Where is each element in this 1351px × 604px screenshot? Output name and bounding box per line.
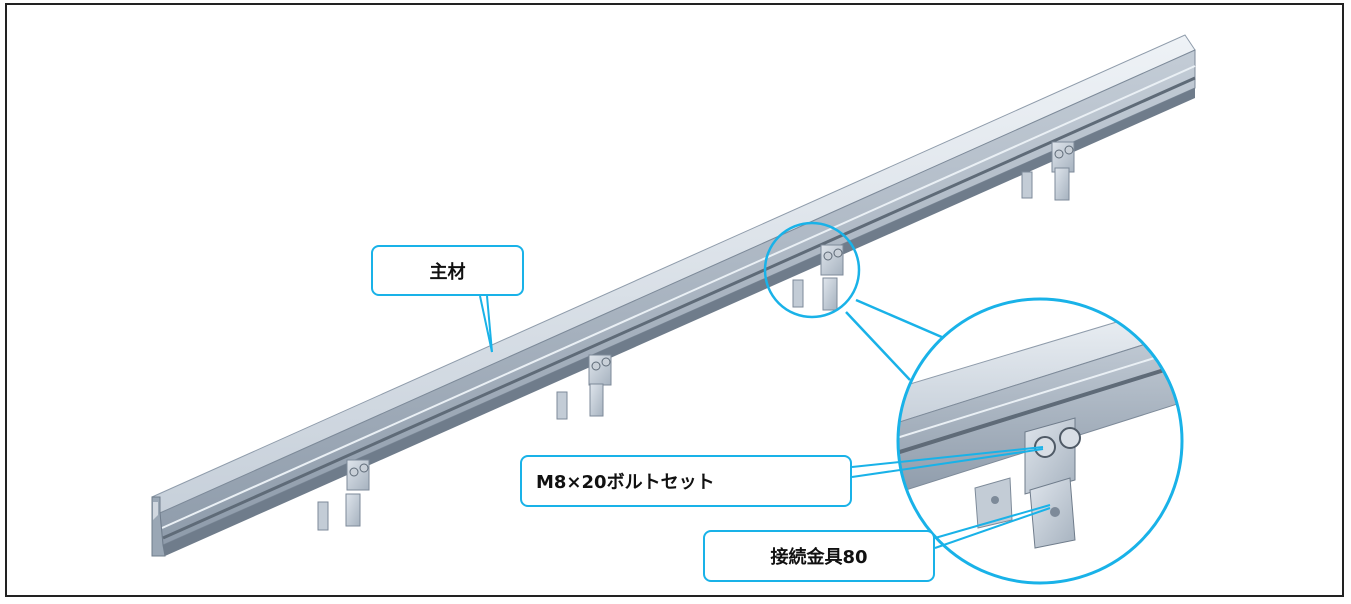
leader-main-2: [479, 295, 493, 353]
callout-bolt-set: M8×20ボルトセット: [520, 455, 852, 507]
bracket-3: [792, 244, 844, 311]
main-rail: [151, 34, 1196, 557]
bracket-1: [317, 459, 370, 531]
leader-bolt-2: [851, 448, 1044, 478]
callout-main-member: 主材: [371, 245, 524, 296]
bracket-2: [556, 354, 612, 420]
callout-bracket: 接続金具80: [703, 530, 935, 582]
diagram-frame: [5, 3, 1344, 597]
leader-main: [486, 295, 493, 353]
detail-circle-small: [763, 221, 861, 319]
bracket-4: [1021, 141, 1075, 201]
zoom-detail: [896, 297, 1184, 585]
leader-bolt-1: [851, 446, 1044, 468]
leader-bracket-2: [934, 507, 1051, 549]
leader-bracket-1: [934, 504, 1051, 539]
zoom-connector-top: [855, 298, 945, 340]
zoom-connector-bottom: [845, 311, 911, 381]
